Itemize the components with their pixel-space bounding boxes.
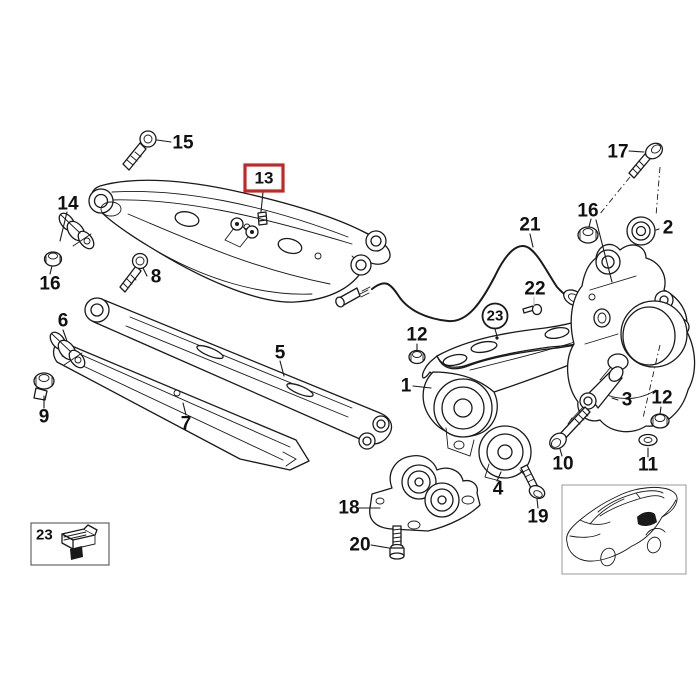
part-label-23-circle: 23	[481, 302, 509, 330]
construction-lines	[598, 166, 661, 419]
wheel-carrier	[566, 243, 696, 433]
svg-text:18: 18	[338, 498, 359, 519]
cone-bushing-3	[567, 366, 624, 425]
callout-circle	[481, 302, 509, 330]
part-label-21: 21	[519, 215, 541, 236]
svg-text:7: 7	[181, 414, 192, 435]
svg-text:16: 16	[39, 274, 60, 295]
bolt-15	[122, 130, 157, 171]
part-label-6: 6	[58, 311, 69, 332]
part-label-10: 10	[552, 454, 573, 475]
part-label-15: 15	[172, 133, 194, 154]
part-label-8: 8	[151, 267, 162, 288]
svg-text:22: 22	[524, 279, 545, 300]
bushing-2	[626, 216, 656, 246]
diagram-line-art	[33, 130, 696, 560]
bushing-14	[58, 212, 95, 250]
svg-text:9: 9	[39, 407, 50, 428]
part-label-13: 13	[243, 163, 285, 193]
svg-text:16: 16	[577, 201, 598, 222]
part-label-2: 2	[663, 218, 674, 239]
svg-text:2: 2	[663, 218, 674, 239]
bolt-22	[522, 303, 543, 316]
upper-control-arm	[88, 179, 391, 303]
svg-text:23: 23	[487, 308, 504, 325]
nut-12-right	[650, 413, 670, 429]
nut-12-left	[408, 349, 426, 365]
inset-clip-part: 23	[30, 522, 110, 566]
inset-clip-label: 23	[36, 527, 53, 544]
svg-text:12: 12	[651, 388, 672, 409]
nut-9	[33, 372, 55, 401]
part-label-16-left: 16	[39, 274, 60, 295]
part-label-17: 17	[607, 142, 628, 163]
svg-text:19: 19	[527, 507, 548, 528]
washer-11	[638, 433, 658, 447]
inset-vehicle-location	[561, 484, 687, 575]
part-label-5: 5	[275, 343, 286, 364]
svg-text:11: 11	[638, 455, 659, 476]
part-label-9: 9	[39, 407, 50, 428]
highlight-box	[243, 163, 285, 193]
svg-text:21: 21	[519, 215, 541, 236]
leader-lines	[43, 139, 662, 549]
part-label-14: 14	[57, 194, 79, 215]
part-label-19: 19	[527, 507, 548, 528]
svg-text:5: 5	[275, 343, 286, 364]
nut-16-right	[577, 226, 599, 244]
part-label-16-right: 16	[577, 201, 598, 222]
part-label-22: 22	[524, 279, 545, 300]
svg-text:1: 1	[401, 376, 412, 397]
part-label-18: 18	[338, 498, 359, 519]
svg-text:4: 4	[493, 479, 504, 500]
clip-icon	[61, 524, 98, 560]
bolt-8	[119, 252, 149, 293]
bolt-20	[389, 525, 405, 560]
svg-text:8: 8	[151, 267, 162, 288]
bracket-18	[369, 455, 481, 532]
part-label-12-left: 12	[406, 325, 427, 346]
nut-16-left	[43, 251, 63, 267]
car-icon	[566, 486, 678, 567]
svg-text:6: 6	[58, 311, 69, 332]
bolt-17	[628, 142, 664, 179]
part-label-1: 1	[401, 376, 412, 397]
part-label-7: 7	[181, 414, 192, 435]
svg-text:14: 14	[57, 194, 79, 215]
part-label-3: 3	[622, 390, 633, 411]
part-label-20: 20	[349, 535, 370, 556]
svg-text:17: 17	[607, 142, 628, 163]
bushing-6	[49, 331, 86, 369]
svg-text:12: 12	[406, 325, 427, 346]
svg-text:20: 20	[349, 535, 370, 556]
part-label-4: 4	[493, 479, 504, 500]
track-rod	[84, 297, 393, 450]
part-label-11: 11	[638, 455, 659, 476]
location-highlight	[637, 511, 657, 527]
svg-text:10: 10	[552, 454, 573, 475]
bolt-19	[520, 464, 546, 500]
part-label-12-right: 12	[651, 388, 672, 409]
svg-text:3: 3	[622, 390, 633, 411]
svg-text:15: 15	[172, 133, 194, 154]
bolt-10	[549, 406, 591, 450]
svg-text:13: 13	[255, 169, 274, 188]
